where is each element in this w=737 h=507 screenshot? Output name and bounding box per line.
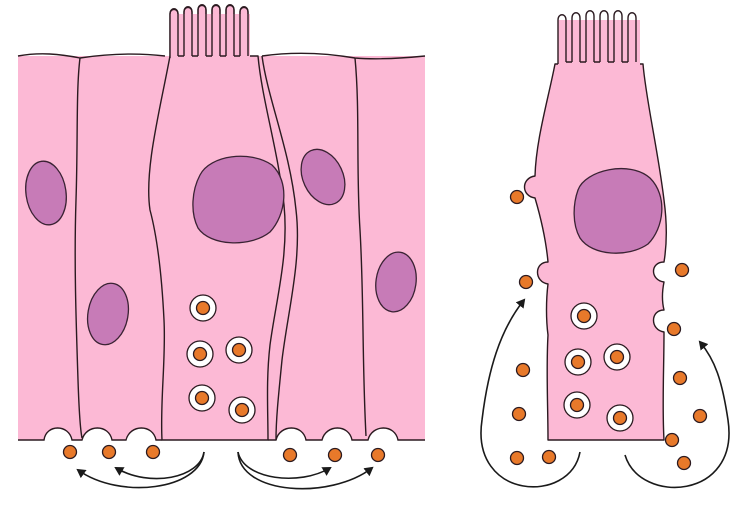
transport-arrow-left-3 [238, 452, 372, 489]
transport-arrow-left-2 [116, 452, 204, 479]
isolated-cell-outline [525, 64, 667, 440]
epithelium-panel [18, 5, 425, 489]
secretory-cell-outline [149, 56, 285, 440]
nucleus-secretory-cell [193, 156, 284, 243]
transport-arrow-left-1 [78, 452, 204, 488]
nucleus-isolated-cell [574, 169, 662, 254]
isolated-cell-panel [481, 11, 729, 488]
released-granules-left [64, 446, 385, 462]
